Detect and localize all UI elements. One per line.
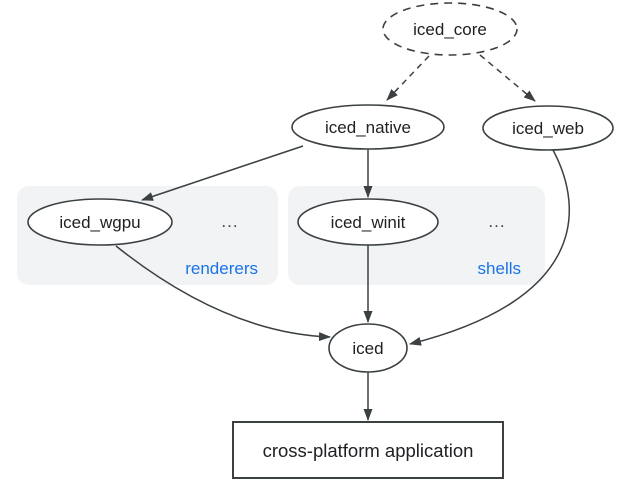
iced-core-ellipse [382,2,518,56]
iced-wgpu-ellipse [27,198,173,246]
iced-winit-label: iced_winit [331,213,406,232]
shells-group-label: shells [478,259,521,278]
iced-winit-ellipse [297,198,439,246]
shells-ellipsis: ... [488,212,505,231]
node-iced: iced [328,323,408,373]
iced-web-ellipse [482,105,614,151]
iced-ellipse [328,323,408,373]
edge-iced-web-to-iced [409,149,570,346]
iced-wgpu-label: iced_wgpu [59,213,140,232]
edge-iced-core-to-iced-native [386,55,430,101]
node-iced-native: iced_native [291,104,445,150]
edge-iced-wgpu-to-iced [115,245,331,342]
application-box [232,421,504,479]
node-iced-web: iced_web [482,105,614,151]
application-label: cross-platform application [263,440,474,461]
iced-native-label: iced_native [325,118,411,137]
node-cross-platform-application: cross-platform application [232,421,504,479]
node-iced-wgpu: iced_wgpu [27,198,173,246]
renderers-ellipsis: ... [221,212,238,231]
renderers-group-label: renderers [185,259,258,278]
edge-iced-native-to-iced-wgpu [141,145,304,201]
node-iced-core: iced_core [382,2,518,56]
iced-core-label: iced_core [413,20,487,39]
node-iced-winit: iced_winit [297,198,439,246]
iced-web-label: iced_web [512,119,584,138]
iced-label: iced [352,339,383,358]
iced-native-ellipse [291,104,445,150]
edge-iced-core-to-iced-web [479,54,536,102]
